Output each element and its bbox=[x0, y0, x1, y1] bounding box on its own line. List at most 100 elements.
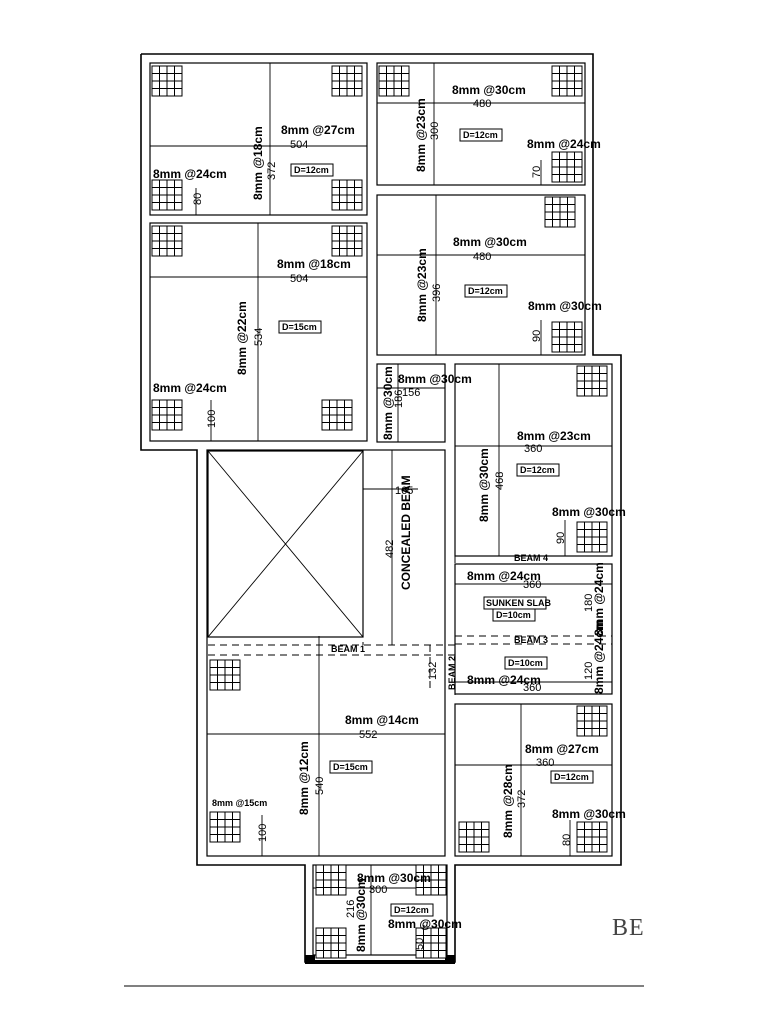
r10-span-y: 372 bbox=[516, 790, 528, 808]
corner-mesh-marks bbox=[151, 65, 608, 959]
corner-mesh bbox=[415, 864, 447, 896]
r6-span-x: 360 bbox=[524, 443, 542, 455]
r9-span-x: 552 bbox=[359, 729, 377, 741]
corner-mesh bbox=[415, 927, 447, 959]
r1-depth: D=12cm bbox=[294, 165, 329, 175]
r11-bar-y: 8mm @30cm bbox=[354, 878, 368, 952]
corner-mesh bbox=[315, 927, 347, 959]
r6-depth: D=12cm bbox=[520, 465, 555, 475]
r9-depth: D=15cm bbox=[333, 762, 368, 772]
room-outlines bbox=[149, 62, 613, 956]
r9-span-y: 540 bbox=[314, 777, 326, 795]
r9-extra-dim: 100 bbox=[257, 824, 269, 842]
concealed-beam-label: CONCEALED BEAM bbox=[399, 475, 413, 590]
corner-mesh bbox=[576, 821, 608, 853]
corner-mesh bbox=[321, 399, 353, 431]
r7-span-y: 180 bbox=[583, 594, 595, 612]
r2-span-y: 300 bbox=[429, 122, 441, 140]
open-shaft bbox=[207, 450, 364, 638]
beam-2-label: BEAM 2 bbox=[447, 656, 457, 690]
beam-1-label: BEAM 1 bbox=[331, 644, 365, 654]
reinforcement-bars bbox=[150, 63, 612, 955]
r3-bar-x: 8mm @18cm bbox=[277, 257, 351, 271]
r7-span-x: 360 bbox=[523, 579, 541, 591]
r2-bar-y: 8mm @23cm bbox=[414, 98, 428, 172]
r7-bar-x: 8mm @24cm bbox=[467, 569, 541, 583]
r8-bar-x: 8mm @24cm bbox=[467, 673, 541, 687]
r2-depth: D=12cm bbox=[463, 130, 498, 140]
r3-extra: 8mm @24cm bbox=[153, 381, 227, 395]
r8-depth: D=10cm bbox=[508, 658, 543, 668]
corner-mesh bbox=[209, 659, 241, 691]
r5-bar-y: 8mm @30cm bbox=[381, 366, 395, 440]
corner-mesh bbox=[378, 65, 410, 97]
beam-lines bbox=[208, 450, 612, 700]
r2-span-x: 480 bbox=[473, 98, 491, 110]
r8-bar-y: 8mm @24cm bbox=[592, 620, 606, 694]
r10-extra-dim: 80 bbox=[561, 834, 573, 846]
r4-bar-x: 8mm @30cm bbox=[453, 235, 527, 249]
beam-2-dim: 132 bbox=[427, 662, 439, 680]
corner-mesh bbox=[551, 65, 583, 97]
corner-mesh bbox=[209, 811, 241, 843]
corner-mesh bbox=[151, 65, 183, 97]
r10-depth: D=12cm bbox=[554, 772, 589, 782]
corner-mesh bbox=[331, 225, 363, 257]
r8-span-x: 360 bbox=[523, 682, 541, 694]
r3-span-y: 534 bbox=[253, 328, 265, 346]
r4-span-y: 396 bbox=[431, 284, 443, 302]
r5-span-x: 156 bbox=[402, 387, 420, 399]
r10-bar-x: 8mm @27cm bbox=[525, 742, 599, 756]
r1-bar-x: 8mm @27cm bbox=[281, 123, 355, 137]
r1-extra-dim: 80 bbox=[192, 193, 204, 205]
r4-extra-dim: 90 bbox=[531, 330, 543, 342]
r6-bar-y: 8mm @30cm bbox=[477, 448, 491, 522]
r5-bar-x: 8mm @30cm bbox=[398, 372, 472, 386]
corner-mesh bbox=[551, 151, 583, 183]
r3-extra-dim: 100 bbox=[206, 410, 218, 428]
r1-extra: 8mm @24cm bbox=[153, 167, 227, 181]
r6-extra-dim: 90 bbox=[555, 532, 567, 544]
r10-span-x: 360 bbox=[536, 757, 554, 769]
corner-mesh bbox=[551, 321, 583, 353]
r3-span-x: 504 bbox=[290, 273, 308, 285]
corner-mesh bbox=[331, 65, 363, 97]
r4-span-x: 480 bbox=[473, 251, 491, 263]
outer-walls bbox=[140, 53, 622, 964]
r11-span-x: 300 bbox=[369, 884, 387, 896]
r1-span-x: 504 bbox=[290, 139, 308, 151]
r9-extra: 8mm @15cm bbox=[212, 798, 267, 808]
beam-3-label: BEAM 3 bbox=[514, 635, 548, 645]
r7-bar-y: 8mm @24cm bbox=[592, 562, 606, 636]
r2-extra: 8mm @24cm bbox=[527, 137, 601, 151]
corner-mesh bbox=[151, 399, 183, 431]
r10-extra: 8mm @30cm bbox=[552, 807, 626, 821]
r3-bar-y: 8mm @22cm bbox=[235, 301, 249, 375]
r11-bar-x: 8mm @30cm bbox=[357, 871, 431, 885]
beam-4-label: BEAM 4 bbox=[514, 553, 548, 563]
r6-extra: 8mm @30cm bbox=[552, 505, 626, 519]
corner-mesh bbox=[151, 225, 183, 257]
r3-depth: D=15cm bbox=[282, 322, 317, 332]
r8-span-y: 120 bbox=[583, 662, 595, 680]
r9-bar-y: 8mm @12cm bbox=[297, 741, 311, 815]
r6-bar-x: 8mm @23cm bbox=[517, 429, 591, 443]
corner-mesh bbox=[331, 179, 363, 211]
r11-extra-dim: 50 bbox=[414, 938, 426, 950]
corner-mesh bbox=[544, 196, 576, 228]
concealed-beam-dim: 165 bbox=[395, 485, 413, 497]
r1-span-y: 372 bbox=[266, 162, 278, 180]
depth-boxes bbox=[278, 128, 594, 917]
r9-bar-x: 8mm @14cm bbox=[345, 713, 419, 727]
corner-mesh bbox=[458, 821, 490, 853]
concealed-beam-span: 482 bbox=[384, 540, 396, 558]
r4-depth: D=12cm bbox=[468, 286, 503, 296]
corner-mesh bbox=[315, 864, 347, 896]
r4-extra: 8mm @30cm bbox=[528, 299, 602, 313]
corner-mesh bbox=[576, 365, 608, 397]
corner-mesh bbox=[151, 179, 183, 211]
corner-mesh bbox=[576, 521, 608, 553]
r1-bar-y: 8mm @18cm bbox=[251, 126, 265, 200]
r2-bar-x: 8mm @30cm bbox=[452, 83, 526, 97]
